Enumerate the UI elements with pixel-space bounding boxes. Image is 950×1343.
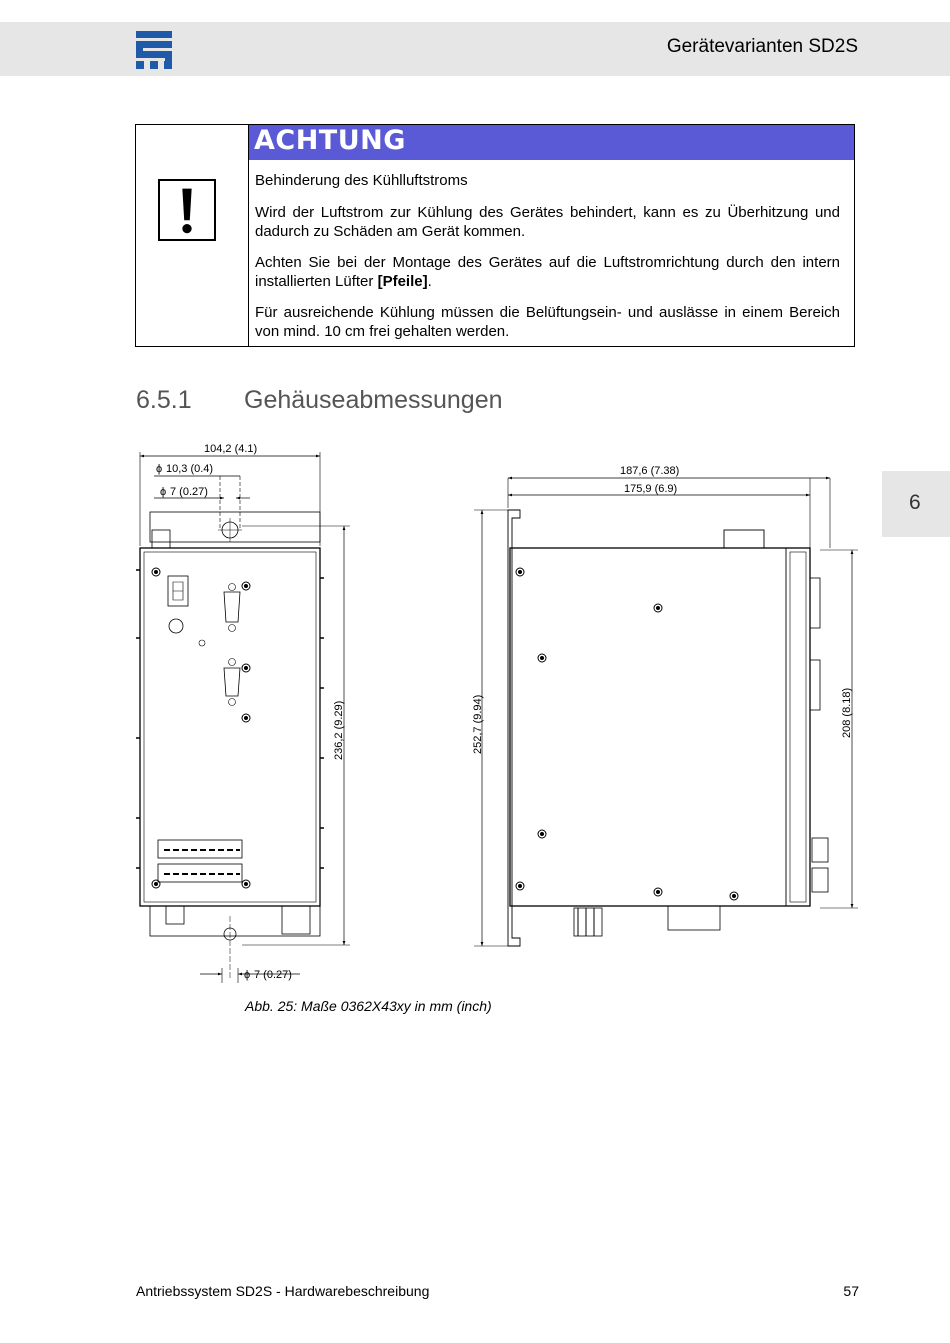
dim-depth-total: 187,6 (7.38) (620, 465, 679, 477)
warning-subtitle: Behinderung des Kühlluftstroms (255, 172, 468, 189)
exclamation-icon (158, 179, 216, 241)
footer-title: Antriebssystem SD2S - Hardwarebeschreibu… (136, 1283, 430, 1299)
dim-hole-small-bottom: 7 (0.27) (254, 969, 292, 981)
dim-hole-small-top-symbol: ϕ (160, 486, 166, 498)
warning-heading: ACHTUNG (254, 125, 406, 156)
warning-paragraph-2-text: Achten Sie bei der Montage des Gerätes a… (255, 254, 840, 290)
chapter-tab-number: 6 (909, 491, 921, 514)
warning-paragraph-3: Für ausreichende Kühlung müssen die Belü… (255, 304, 840, 340)
warning-header: ACHTUNG (249, 125, 854, 160)
section-number: 6.5.1 (136, 386, 192, 414)
figure-caption: Abb. 25: Maße 0362X43xy in mm (inch) (245, 998, 492, 1014)
dim-height-side: 252,7 (9.94) (472, 695, 484, 754)
warning-arrows-ref: [Pfeile] (377, 273, 428, 290)
warning-paragraph-1: Wird der Luftstrom zur Kühlung des Gerät… (255, 204, 840, 240)
chapter-tab: 6 (882, 471, 950, 537)
warning-icon-cell (136, 125, 249, 346)
page-header-title: Gerätevarianten SD2S (666, 36, 858, 57)
warning-body: Behinderung des Kühlluftstroms Wird der … (255, 171, 840, 353)
warning-paragraph-2-end: . (427, 273, 432, 290)
dim-hole-small-bottom-symbol: ϕ (244, 969, 250, 981)
dim-width-front: 104,2 (4.1) (204, 443, 257, 455)
section-heading: 6.5.1 Gehäuseabmessungen (136, 386, 503, 415)
warning-paragraph-2: Achten Sie bei der Montage des Gerätes a… (255, 253, 840, 291)
dim-depth-body: 175,9 (6.9) (624, 483, 677, 495)
warning-box: ACHTUNG Behinderung des Kühlluftstroms W… (135, 124, 855, 347)
dim-hole-small-top: 7 (0.27) (170, 486, 208, 498)
dimension-drawing: 104,2 (4.1) ϕ 10,3 (0.4) ϕ 7 (0.27) 236,… (136, 443, 858, 983)
section-title: Gehäuseabmessungen (244, 386, 503, 414)
dim-height-body: 208 (8.18) (841, 688, 853, 738)
company-logo (136, 31, 172, 69)
dim-height-front: 236,2 (9.29) (333, 701, 345, 760)
dim-hole-large: 10,3 (0.4) (166, 463, 213, 475)
dim-hole-large-symbol: ϕ (156, 463, 162, 475)
page-number: 57 (843, 1283, 859, 1299)
